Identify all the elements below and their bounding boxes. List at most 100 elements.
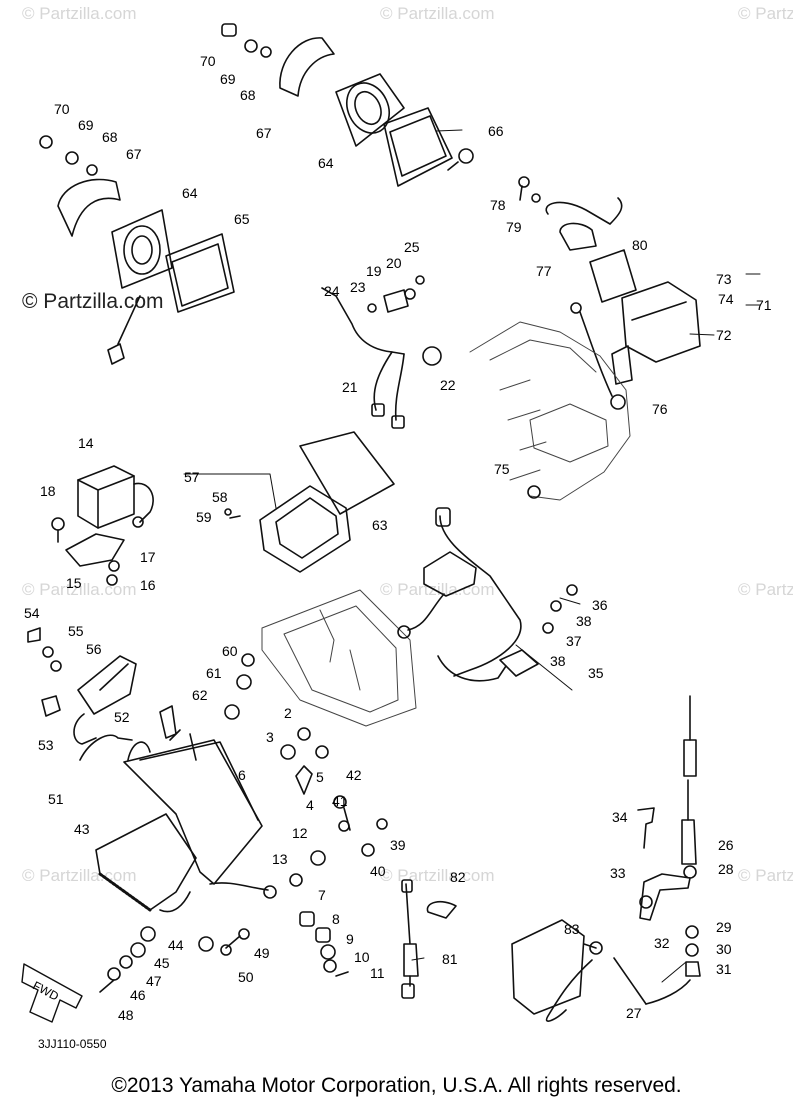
- part-group-left-lower: [27, 627, 137, 761]
- callout: 81: [442, 951, 458, 967]
- callout: 53: [38, 737, 54, 753]
- callout: 80: [632, 237, 648, 253]
- callout: 35: [588, 665, 604, 681]
- watermark: © Partzilla.com: [22, 4, 137, 23]
- callout: 57: [184, 469, 200, 485]
- callout: 30: [716, 941, 732, 957]
- housing-outline: [469, 321, 631, 501]
- callout: 23: [350, 279, 366, 295]
- callout: 75: [494, 461, 510, 477]
- callout: 14: [78, 435, 94, 451]
- callout: 72: [716, 327, 732, 343]
- callout: 36: [592, 597, 608, 613]
- callout: 79: [506, 219, 522, 235]
- callout: 68: [240, 87, 256, 103]
- callout: 41: [332, 793, 348, 809]
- callout: 54: [24, 605, 40, 621]
- watermark: © Partzilla.com: [22, 290, 164, 313]
- callout: 13: [272, 851, 288, 867]
- callout: 20: [386, 255, 402, 271]
- callout: 77: [536, 263, 552, 279]
- callout: 69: [78, 117, 94, 133]
- callout: 25: [404, 239, 420, 255]
- callout: 8: [332, 911, 340, 927]
- callout: 61: [206, 665, 222, 681]
- callout: 83: [564, 921, 580, 937]
- callout: 74: [718, 291, 734, 307]
- callout: 31: [716, 961, 732, 977]
- callout: 68: [102, 129, 118, 145]
- part-group-center-hardware: [224, 653, 388, 887]
- callout: 60: [222, 643, 238, 659]
- callout: 55: [68, 623, 84, 639]
- callout: 38: [550, 653, 566, 669]
- callout: 24: [324, 283, 340, 299]
- part-group-cable-35: [397, 507, 578, 682]
- callout: 44: [168, 937, 184, 953]
- callout: 32: [654, 935, 670, 951]
- callout: 18: [40, 483, 56, 499]
- callout: 67: [256, 125, 272, 141]
- callout: 70: [200, 53, 216, 69]
- callout: 15: [66, 575, 82, 591]
- watermark: © Partzilla.com: [380, 4, 495, 23]
- callout: 43: [74, 821, 90, 837]
- watermark: © Partzilla.com: [22, 580, 137, 599]
- callout: 37: [566, 633, 582, 649]
- callout: 51: [48, 791, 64, 807]
- callout: 12: [292, 825, 308, 841]
- callout: 26: [718, 837, 734, 853]
- drawing-code: 3JJ110-0550: [38, 1037, 107, 1051]
- callout: 38: [576, 613, 592, 629]
- callout: 66: [488, 123, 504, 139]
- callout: 11: [370, 965, 385, 981]
- part-group-left-center: [51, 465, 154, 586]
- callout: 63: [372, 517, 388, 533]
- callout: 5: [316, 769, 324, 785]
- callout: 78: [490, 197, 506, 213]
- leader-lines: [183, 129, 761, 983]
- callout: 16: [140, 577, 156, 593]
- callout: 82: [450, 869, 466, 885]
- forward-arrow-shape: [21, 963, 83, 1023]
- callout: 64: [182, 185, 198, 201]
- callout: 39: [390, 837, 406, 853]
- callout: 50: [238, 969, 254, 985]
- callout: 34: [612, 809, 628, 825]
- callout: 69: [220, 71, 236, 87]
- callout: 46: [130, 987, 146, 1003]
- part-group-upper-left: [39, 135, 235, 365]
- callout: 7: [318, 887, 326, 903]
- part-group-harness: [321, 275, 442, 429]
- copyright-notice: ©2013 Yamaha Motor Corporation, U.S.A. A…: [111, 1074, 682, 1097]
- callout: 64: [318, 155, 334, 171]
- callout: 47: [146, 973, 162, 989]
- watermark: © Partzilla.com: [738, 4, 793, 23]
- callout: 76: [652, 401, 668, 417]
- callout: 6: [238, 767, 246, 783]
- callout: 21: [342, 379, 358, 395]
- callout: 48: [118, 1007, 134, 1023]
- callout: 2: [284, 705, 292, 721]
- callout: 59: [196, 509, 212, 525]
- part-group-lower-right-center: [401, 879, 603, 1022]
- callout: 45: [154, 955, 170, 971]
- callout: 3: [266, 729, 274, 745]
- callout: 29: [716, 919, 732, 935]
- callout: 70: [54, 101, 70, 117]
- callout: 56: [86, 641, 102, 657]
- callout: 4: [306, 797, 314, 813]
- part-group-ecu-6: [95, 705, 277, 952]
- callout: 58: [212, 489, 228, 505]
- part-group-box-cover: [224, 431, 395, 573]
- tray-outline: [261, 589, 417, 727]
- callout: 67: [126, 146, 142, 162]
- part-group-top-center: [221, 23, 474, 187]
- watermark: © Partzilla.com: [738, 580, 793, 599]
- callout: 62: [192, 687, 208, 703]
- callout: 40: [370, 863, 386, 879]
- callout: 33: [610, 865, 626, 881]
- callout: 22: [440, 377, 456, 393]
